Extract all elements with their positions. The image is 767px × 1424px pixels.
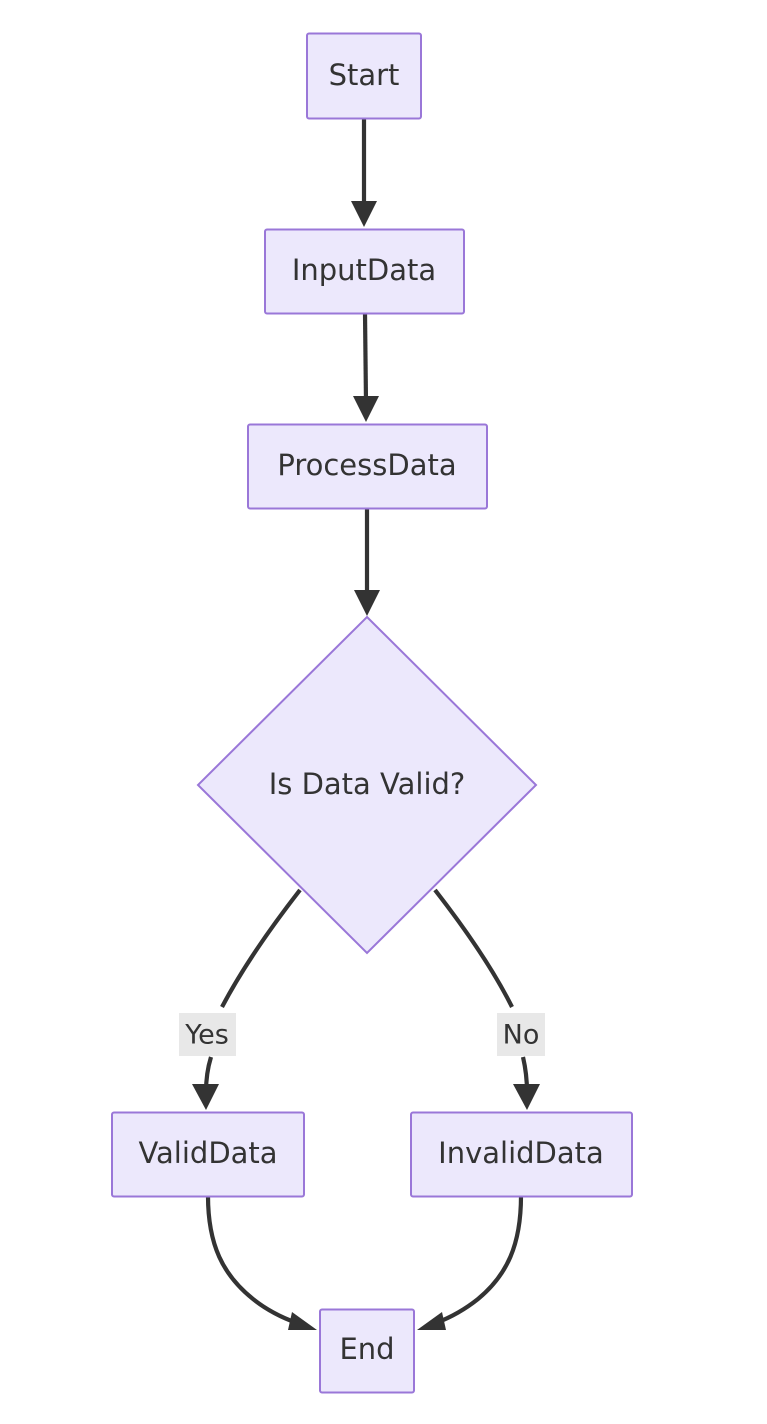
node-group: Start InputData ProcessData Is Data Vali…	[111, 32, 633, 1394]
edge-line	[433, 888, 514, 1008]
edge-decision-to-validdata[interactable]	[192, 888, 302, 1110]
arrowhead-icon	[513, 1084, 540, 1110]
edge-label-yes: Yes	[179, 1013, 236, 1056]
edge-label-yes-background	[179, 1013, 236, 1056]
edge-line	[220, 888, 302, 1008]
node-validdata-shape	[111, 1111, 305, 1198]
node-processdata-shape	[247, 423, 488, 510]
edge-label-no-background	[497, 1013, 545, 1056]
node-invaliddata-shape	[410, 1111, 633, 1198]
node-invaliddata[interactable]: InvalidData	[410, 1111, 633, 1198]
edge-line	[205, 1195, 298, 1325]
arrowhead-icon	[351, 201, 377, 227]
arrowhead-icon	[417, 1312, 446, 1330]
arrowhead-icon	[354, 590, 380, 616]
arrowhead-icon	[353, 396, 379, 422]
edge-decision-to-invaliddata[interactable]	[433, 888, 540, 1110]
edge-label-group: Yes No	[179, 1013, 545, 1056]
arrowhead-icon	[288, 1312, 317, 1330]
edge-invaliddata-to-end[interactable]	[417, 1195, 524, 1330]
edge-line	[435, 1195, 524, 1325]
node-inputdata-shape	[264, 228, 465, 315]
node-validdata[interactable]: ValidData	[111, 1111, 305, 1198]
node-start[interactable]: Start	[306, 32, 422, 120]
node-decision-shape	[196, 615, 538, 955]
node-inputdata[interactable]: InputData	[264, 228, 465, 315]
edge-line	[362, 312, 369, 404]
edge-validdata-to-end[interactable]	[205, 1195, 317, 1330]
node-processdata[interactable]: ProcessData	[247, 423, 488, 510]
edge-inputdata-to-processdata[interactable]	[353, 312, 379, 422]
arrowhead-icon	[192, 1084, 219, 1110]
edge-processdata-to-decision[interactable]	[354, 508, 380, 616]
edge-group	[192, 118, 540, 1330]
node-end[interactable]: End	[319, 1308, 415, 1394]
edge-label-no: No	[497, 1013, 545, 1056]
node-end-shape	[319, 1308, 415, 1394]
edge-start-to-inputdata[interactable]	[351, 118, 377, 227]
node-start-shape	[306, 32, 422, 120]
node-decision[interactable]: Is Data Valid?	[196, 615, 538, 955]
